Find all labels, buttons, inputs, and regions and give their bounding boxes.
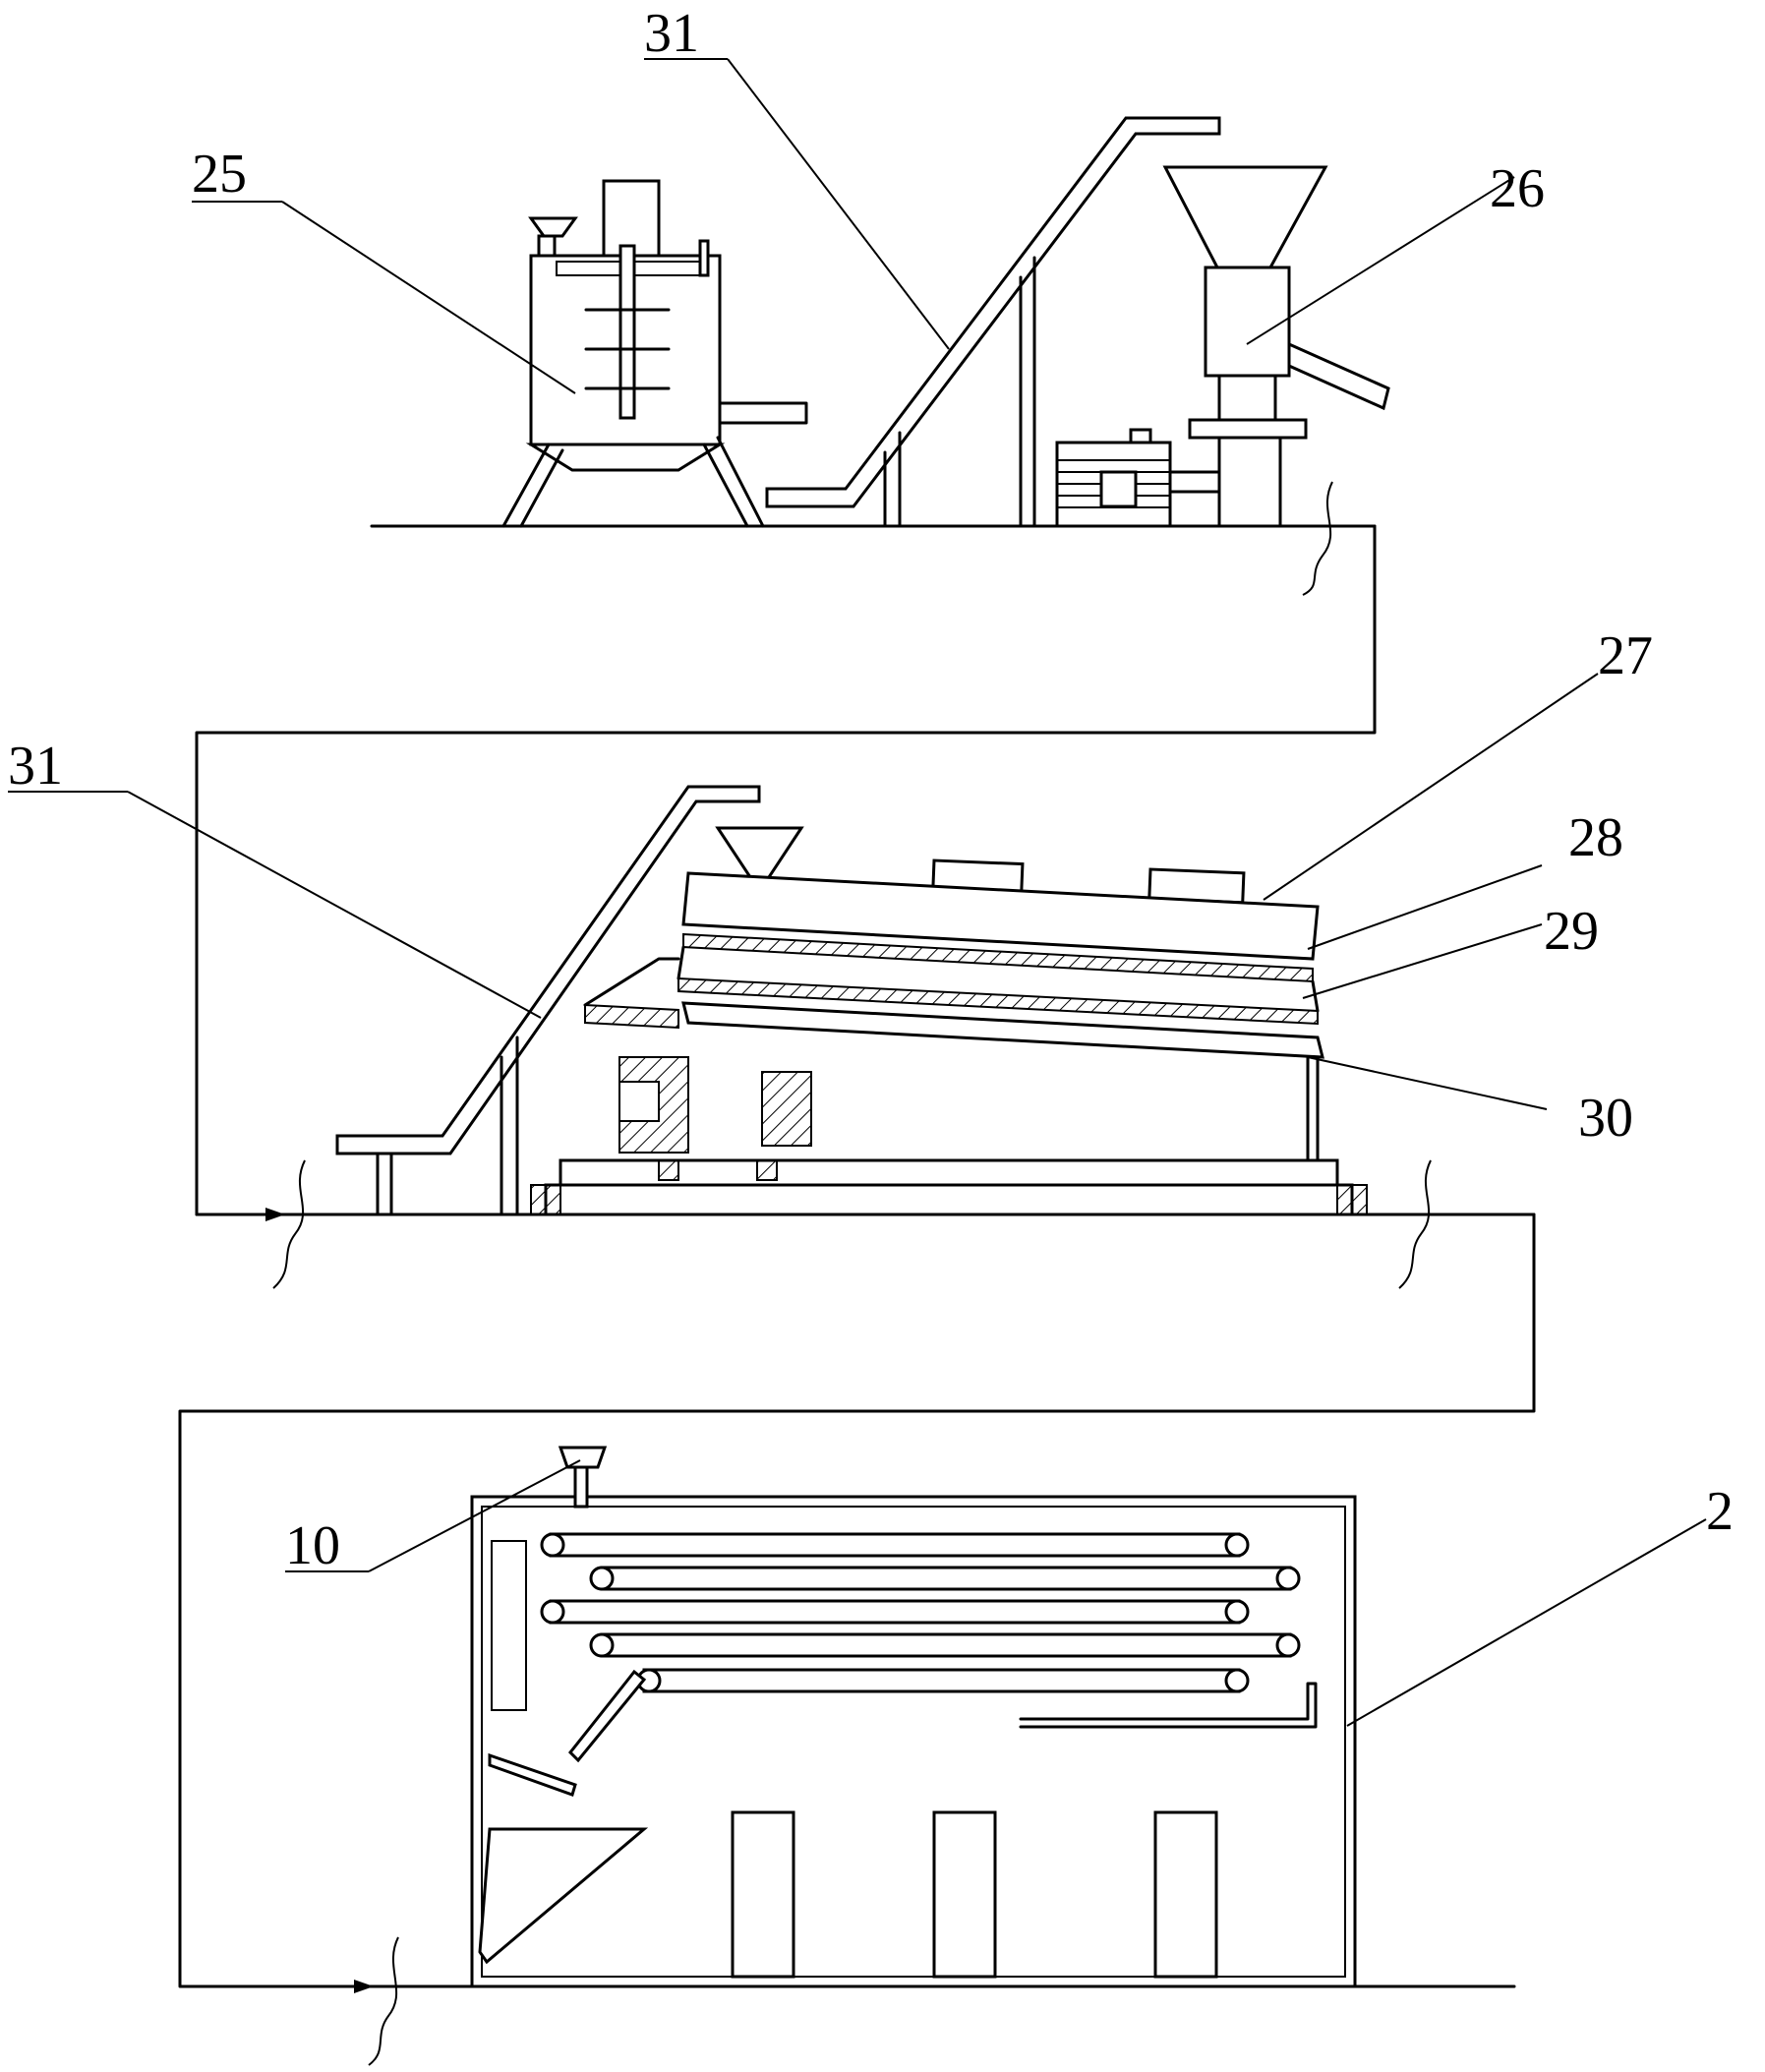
label-25: 25 <box>192 144 247 205</box>
dryer-bed <box>530 826 1368 1216</box>
label-30: 30 <box>1578 1088 1633 1149</box>
dryer-cabinet <box>470 1446 1357 1988</box>
label-31-top: 31 <box>644 3 699 64</box>
label-28: 28 <box>1568 807 1623 868</box>
break-line-mid-left <box>272 1159 306 1289</box>
label-27: 27 <box>1598 625 1653 686</box>
mixer-tank <box>501 179 808 528</box>
leader-lines <box>8 58 1707 1727</box>
label-10: 10 <box>285 1515 340 1576</box>
break-line-bottom <box>368 1936 399 2066</box>
top-level <box>195 116 1390 1221</box>
labels: 25 31 26 27 28 29 30 31 10 2 <box>8 3 1734 1576</box>
pellet-mill <box>1055 165 1390 528</box>
label-29: 29 <box>1544 901 1599 962</box>
flow-arrow-2 <box>354 1980 374 1993</box>
break-line-top <box>1302 481 1333 596</box>
conveyor-middle <box>335 785 761 1216</box>
label-2: 2 <box>1706 1481 1734 1542</box>
label-31-mid: 31 <box>8 736 63 797</box>
conveyor-top <box>765 116 1221 528</box>
flow-connector-2 <box>178 1213 1536 1988</box>
label-26: 26 <box>1490 158 1545 219</box>
break-line-mid-right <box>1398 1159 1432 1289</box>
middle-level <box>178 785 1536 1993</box>
bottom-level <box>368 1446 1516 2066</box>
